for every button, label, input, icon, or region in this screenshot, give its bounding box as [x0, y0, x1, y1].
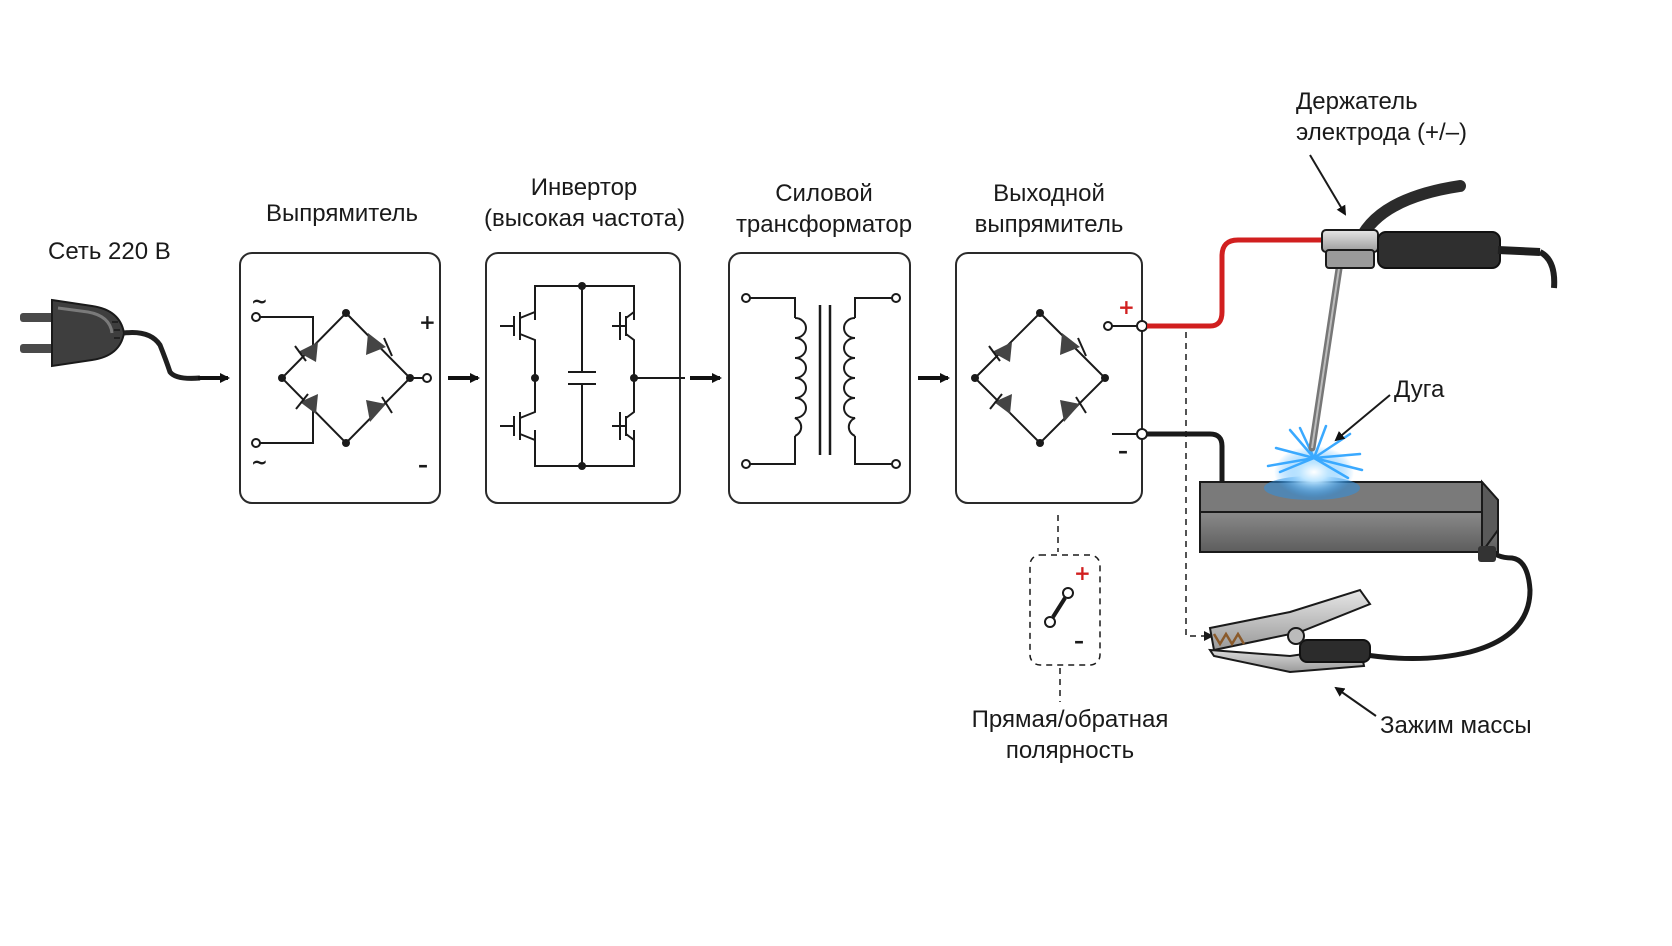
- diode-icon: [294, 342, 318, 362]
- holder-label-line2: электрода (+/–): [1296, 119, 1468, 146]
- mains-label: Сеть 220 В: [48, 238, 171, 265]
- switch-minus: –: [1074, 629, 1084, 653]
- electrode-holder-icon: [1308, 180, 1558, 452]
- diode-icon: [1060, 396, 1087, 422]
- igbt-icon: [500, 310, 536, 344]
- holder-pointer: [1309, 154, 1347, 216]
- diode-icon: [989, 393, 1012, 414]
- transformer-label-line2: трансформатор: [735, 211, 913, 238]
- igbt-icon: [612, 310, 635, 344]
- transformer-core-icon: [818, 305, 832, 455]
- rectifier-minus: –: [418, 453, 428, 477]
- polarity-label: Прямая/обратная полярность: [970, 704, 1170, 766]
- rectifier-label: Выпрямитель: [265, 200, 418, 227]
- diode-icon: [988, 342, 1012, 362]
- mains-plug-icon: [20, 298, 201, 381]
- diode-icon: [366, 396, 393, 422]
- diode-icon: [295, 393, 318, 414]
- output-plus: +: [1118, 295, 1135, 319]
- polarity-label-line2: полярность: [1005, 737, 1135, 764]
- inverter-label-line1: Инвертор: [530, 174, 638, 201]
- clamp-pointer: [1334, 686, 1377, 717]
- holder-label: Держатель электрода (+/–): [1296, 86, 1468, 148]
- rectifier-block: [239, 252, 441, 504]
- polarity-dashed-link: [1185, 332, 1204, 637]
- ac-symbol-top: ~: [251, 289, 268, 313]
- switch-plus: +: [1074, 561, 1091, 585]
- diode-icon: [366, 333, 393, 357]
- output-rectifier-label: Выходной выпрямитель: [958, 178, 1140, 240]
- ac-symbol-bottom: ~: [251, 450, 268, 474]
- inverter-block: [485, 252, 685, 504]
- diode-icon: [1060, 333, 1087, 357]
- arc-pointer: [1334, 394, 1391, 442]
- transformer-label-line1: Силовой: [775, 180, 873, 207]
- output-rectifier-block: [955, 252, 1143, 504]
- positive-cable: [1136, 237, 1330, 332]
- inverter-label-line2: (высокая частота): [484, 205, 686, 232]
- output-rectifier-label-line1: Выходной: [993, 180, 1105, 207]
- output-rectifier-label-line2: выпрямитель: [974, 211, 1124, 238]
- transformer-label: Силовой трансформатор: [734, 178, 914, 240]
- ground-clamp-icon: [1208, 546, 1533, 674]
- rectifier-plus: +: [419, 310, 436, 334]
- arc-glow-icon: [1264, 424, 1364, 500]
- polarity-switch: [1029, 515, 1101, 702]
- transformer-block: [728, 252, 911, 504]
- negative-cable: [1136, 428, 1225, 482]
- arc-label: Дуга: [1394, 376, 1445, 403]
- inverter-label: Инвертор (высокая частота): [484, 172, 686, 234]
- igbt-icon: [612, 408, 635, 442]
- clamp-label: Зажим массы: [1380, 712, 1532, 739]
- igbt-icon: [500, 408, 536, 442]
- output-minus: –: [1118, 439, 1128, 463]
- polarity-label-line1: Прямая/обратная: [971, 706, 1169, 733]
- holder-label-line1: Держатель: [1296, 88, 1418, 115]
